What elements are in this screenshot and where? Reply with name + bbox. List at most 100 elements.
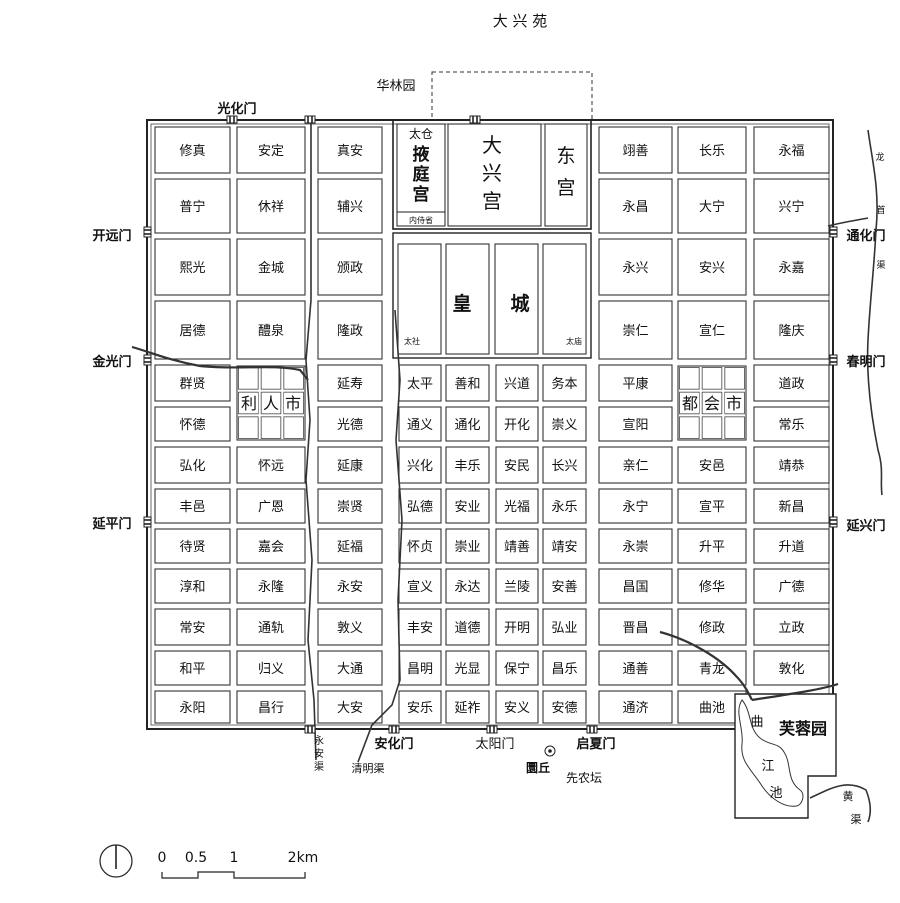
ward-label: 昌国 <box>622 580 648 595</box>
ward-block <box>495 364 539 402</box>
ward-label: 弘业 <box>551 621 577 636</box>
ward-label: 安定 <box>258 144 284 159</box>
east-market-label-bg <box>681 393 699 413</box>
ward-label: 通义 <box>407 418 433 433</box>
gate-marker <box>226 115 238 124</box>
east-market-label: 会 <box>704 394 720 413</box>
daxing-palace-label-1: 大 <box>482 133 502 157</box>
ward-label: 弘德 <box>407 500 433 515</box>
ward-block <box>598 126 673 174</box>
city-gates <box>143 115 838 734</box>
ward-label: 光德 <box>337 418 363 433</box>
gate-marker <box>304 725 316 734</box>
longshou-canal-label-2: 首 <box>876 204 885 216</box>
ward-block <box>236 446 306 484</box>
yeting-palace-label-2: 庭 <box>413 164 430 185</box>
yuanqiu-icon <box>544 745 556 757</box>
ward-label: 务本 <box>551 376 577 392</box>
ward-label: 颁政 <box>337 261 363 276</box>
gate-marker <box>829 354 838 366</box>
imperial-city-wall <box>392 232 592 359</box>
imperial-block-2 <box>445 243 490 355</box>
ward-label: 翊善 <box>622 143 648 159</box>
ward-label: 延寿 <box>337 377 363 392</box>
ward-label: 延祚 <box>454 700 480 716</box>
ward-block <box>753 488 830 524</box>
ward-label: 归义 <box>258 662 284 677</box>
ward-label: 永嘉 <box>778 261 804 276</box>
gate-jinguang: 金光门 <box>91 354 131 370</box>
ward-label: 永兴 <box>622 261 648 276</box>
yongan-canal-label-3: 渠 <box>314 761 324 773</box>
ward-label: 普宁 <box>179 199 205 215</box>
ward-label: 永安 <box>337 580 363 595</box>
ward-label: 辅兴 <box>337 200 363 215</box>
ward-block <box>677 300 747 360</box>
ward-block <box>495 608 539 646</box>
ward-label: 崇业 <box>454 540 480 555</box>
ward-label: 通济 <box>622 701 648 716</box>
ward-block <box>154 406 231 442</box>
ward-block <box>398 608 442 646</box>
ward-block <box>542 528 587 564</box>
ward-label: 昌乐 <box>551 662 577 677</box>
west-market-label: 人 <box>263 394 279 413</box>
ward-block <box>236 690 306 724</box>
ward-block <box>677 446 747 484</box>
ward-label: 安义 <box>504 701 530 716</box>
huang-canal-label-1: 黄 <box>843 789 854 803</box>
ward-block <box>598 488 673 524</box>
ward-label: 永达 <box>454 580 480 595</box>
huang-canal-path <box>809 784 871 823</box>
qingming-canal-path <box>357 309 403 763</box>
ward-block <box>598 528 673 564</box>
ward-block <box>398 528 442 564</box>
ward-label: 平康 <box>622 376 648 392</box>
ward-block <box>445 528 490 564</box>
ward-label: 真安 <box>337 144 363 159</box>
ward-label: 道德 <box>454 621 480 636</box>
ward-block <box>154 608 231 646</box>
taimiao-label: 太庙 <box>566 336 582 346</box>
ward-block <box>598 178 673 234</box>
ward-block <box>542 446 587 484</box>
ward-label: 新昌 <box>778 499 804 515</box>
ward-label: 昌明 <box>407 662 433 677</box>
ward-block <box>236 238 306 296</box>
neishisheng-label: 内侍省 <box>409 215 433 225</box>
longshou-canal-label-1: 龙 <box>875 151 884 163</box>
ward-label: 隆政 <box>337 324 363 339</box>
ward-block <box>677 178 747 234</box>
ward-block <box>495 690 539 724</box>
jinchang-canal-path <box>659 630 753 701</box>
east-market-cell <box>724 367 745 390</box>
imperial-city: 皇 城 太社 太庙 <box>392 232 592 359</box>
ward-label: 休祥 <box>258 200 284 215</box>
ward-label: 安邑 <box>699 459 725 474</box>
ward-label: 熙光 <box>179 261 205 276</box>
gate-marker <box>486 725 498 734</box>
west-market-label-bg <box>240 393 258 413</box>
ward-label: 延康 <box>337 458 363 474</box>
ward-block <box>154 126 231 174</box>
ward-block <box>236 528 306 564</box>
ward-block <box>445 406 490 442</box>
ward-block <box>542 364 587 402</box>
ward-label: 丰邑 <box>179 500 205 515</box>
ward-block <box>317 528 383 564</box>
palace-area: 太仓 掖 庭 宫 内侍省 大 兴 宫 东 宫 <box>396 123 588 227</box>
ward-block <box>542 650 587 686</box>
ward-label: 通化 <box>454 418 480 433</box>
gate-yanping: 延平门 <box>91 516 131 532</box>
gate-taiyang: 太阳门 <box>475 737 514 752</box>
ward-label: 居德 <box>179 324 205 339</box>
daxing-park-label: 大 兴 苑 <box>493 12 548 30</box>
ward-label: 兴宁 <box>778 199 804 215</box>
ward-block <box>398 406 442 442</box>
gate-chunming: 春明门 <box>845 354 885 370</box>
yeting-palace-label-1: 掖 <box>413 144 430 165</box>
ward-block <box>154 568 231 604</box>
gate-anhua: 安化门 <box>374 736 413 752</box>
ward-label: 怀远 <box>258 459 284 474</box>
ward-block <box>317 488 383 524</box>
